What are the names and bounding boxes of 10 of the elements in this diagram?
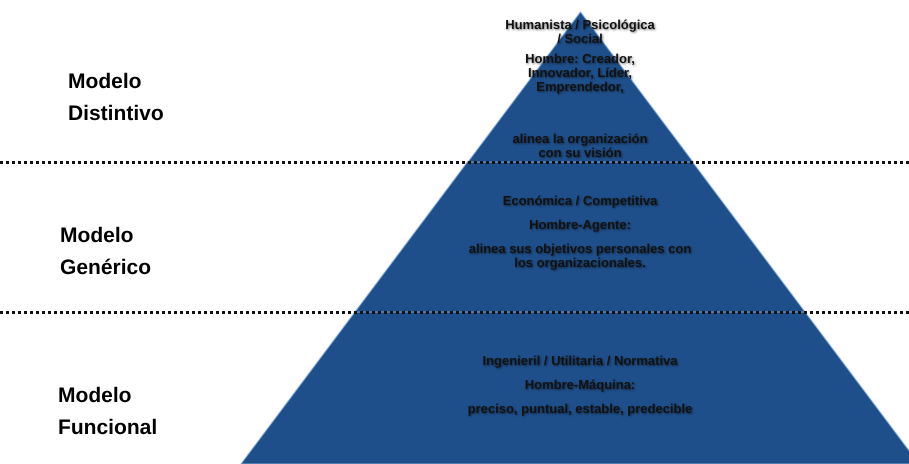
level-label: Modelo Distintivo <box>68 69 165 127</box>
level-label: Modelo Funcional <box>58 383 158 441</box>
tier-subheading: Hombre-Máquina: <box>524 378 636 392</box>
tier-subheading: Hombre-Agente: <box>528 218 632 232</box>
level-label: Modelo Genérico <box>60 223 152 281</box>
tier-description: preciso, puntual, estable, predecible <box>466 402 694 416</box>
tier-description: alinea sus objetivos personales con los organizacionales. <box>468 242 692 270</box>
tier-heading: Económica / Competitiva <box>502 194 658 208</box>
tier-description: alinea la organización con su visión <box>511 132 649 160</box>
tier-heading: Ingenieril / Utilitaria / Normativa <box>481 354 679 368</box>
